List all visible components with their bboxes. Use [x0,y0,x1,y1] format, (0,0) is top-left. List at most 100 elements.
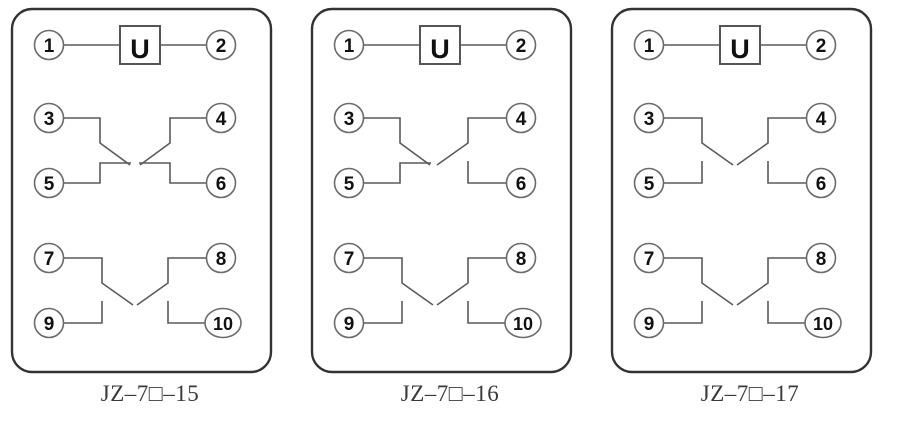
coil-box [419,25,461,65]
coil-label: U [130,34,150,64]
contact-lower-left-fixed-arm [364,301,403,324]
terminal-circle-7 [333,242,365,274]
contact-lower-right-fixed-arm [467,301,506,324]
relay-body-outline [310,7,573,374]
contact-upper-left-moving-arm [64,117,131,166]
terminal-label-6: 6 [216,174,227,195]
contact-upper-right-fixed-arm [467,161,506,184]
terminal-label-3: 3 [644,109,655,130]
diagram-3-schematic: U 1 2 3 5 4 6 7 9 [610,7,873,374]
terminal-circle-1 [33,29,65,61]
terminal-label-10: 10 [813,314,833,334]
terminal-circle-9 [333,307,365,339]
terminal-label-6: 6 [816,174,827,195]
terminal-circle-8 [505,242,537,274]
contact-upper-right-fixed-arm [139,162,206,184]
contact-upper-right-moving-arm [139,117,206,166]
terminal-circle-3 [33,102,65,134]
terminal-circle-6 [805,167,837,199]
coil-label: U [730,34,750,64]
diagram-2-caption: JZ–7□–16 [400,381,500,406]
terminal-circle-10 [204,307,242,339]
terminal-circle-2 [805,29,837,61]
contact-lower-right-fixed-arm [167,301,206,324]
terminal-label-1: 1 [44,36,55,57]
terminal-label-4: 4 [216,109,227,130]
terminal-label-10: 10 [513,314,533,334]
terminal-circle-3 [633,102,665,134]
contact-lower-left-moving-arm [664,257,734,306]
terminal-label-7: 7 [344,249,355,270]
terminal-circle-7 [633,242,665,274]
terminal-circle-4 [505,102,537,134]
terminal-circle-8 [805,242,837,274]
diagram-3-caption: JZ–7□–17 [700,381,800,406]
terminal-label-1: 1 [344,36,355,57]
contact-lower-left-moving-arm [64,257,134,306]
contact-upper-left-fixed-arm [64,162,131,184]
contact-upper-left-fixed-arm [664,161,703,184]
contact-lower-left-fixed-arm [664,301,703,324]
coil-box [719,25,761,65]
terminal-circle-6 [205,167,237,199]
terminal-label-1: 1 [644,36,655,57]
terminal-circle-10 [504,307,542,339]
terminal-label-8: 8 [516,249,527,270]
terminal-circle-7 [33,242,65,274]
terminal-label-3: 3 [344,109,355,130]
terminal-circle-4 [805,102,837,134]
contact-upper-left-moving-arm [364,117,431,166]
diagram-jz-7-16: U 1 2 3 5 4 6 7 9 [300,0,600,428]
relay-body-outline [610,7,873,374]
contact-lower-right-moving-arm [436,257,506,306]
diagram-jz-7-17: U 1 2 3 5 4 6 7 9 [600,0,900,428]
coil-label: U [430,34,450,64]
terminal-label-8: 8 [216,249,227,270]
terminal-label-5: 5 [344,174,355,195]
terminal-label-9: 9 [44,314,55,335]
relay-body-outline [10,7,273,374]
contact-lower-left-fixed-arm [64,301,103,324]
terminal-label-5: 5 [44,174,55,195]
terminal-circle-10 [804,307,842,339]
terminal-label-4: 4 [816,109,827,130]
contact-upper-left-fixed-arm [364,162,431,184]
terminal-label-5: 5 [644,174,655,195]
terminal-label-7: 7 [644,249,655,270]
terminal-label-2: 2 [516,36,527,57]
terminal-circle-5 [633,167,665,199]
terminal-label-8: 8 [816,249,827,270]
terminal-circle-5 [333,167,365,199]
contact-upper-right-fixed-arm [767,161,806,184]
terminal-circle-4 [205,102,237,134]
terminal-label-7: 7 [44,249,55,270]
diagram-1-schematic: U 1 2 3 5 4 6 7 9 [10,7,273,374]
terminal-label-6: 6 [516,174,527,195]
terminal-circle-9 [33,307,65,339]
terminal-circle-6 [505,167,537,199]
terminal-label-2: 2 [816,36,827,57]
contact-lower-left-moving-arm [364,257,434,306]
contact-lower-right-moving-arm [736,257,806,306]
terminal-label-2: 2 [216,36,227,57]
terminal-circle-1 [333,29,365,61]
terminal-circle-3 [333,102,365,134]
coil-box [119,25,161,65]
diagram-jz-7-15: U 1 2 3 5 4 6 7 9 [0,0,300,428]
terminal-circle-1 [633,29,665,61]
contact-upper-right-moving-arm [736,117,806,166]
contact-upper-right-moving-arm [436,117,506,166]
contact-lower-right-moving-arm [136,257,206,306]
diagram-2-schematic: U 1 2 3 5 4 6 7 9 [310,7,573,374]
terminal-circle-2 [205,29,237,61]
terminal-label-9: 9 [644,314,655,335]
terminal-circle-5 [33,167,65,199]
contact-lower-right-fixed-arm [767,301,806,324]
terminal-label-3: 3 [44,109,55,130]
terminal-label-9: 9 [344,314,355,335]
terminal-label-10: 10 [213,314,233,334]
terminal-circle-8 [205,242,237,274]
terminal-circle-9 [633,307,665,339]
terminal-label-4: 4 [516,109,527,130]
